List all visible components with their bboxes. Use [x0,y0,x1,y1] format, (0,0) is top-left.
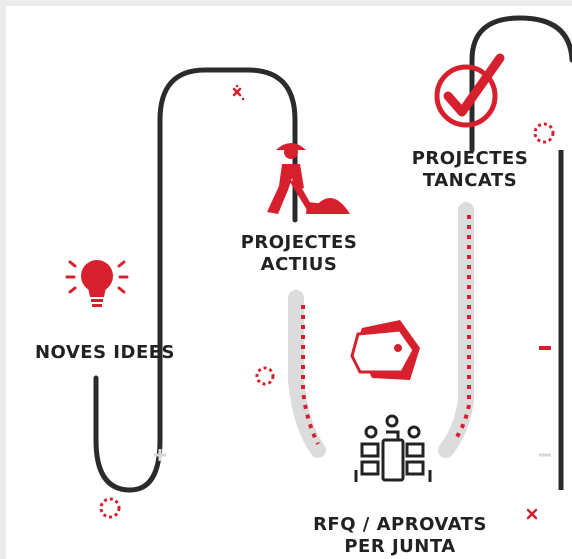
stage-label-noves-idees: NOVES IDEES [30,342,180,364]
cross-marker-bottom [526,508,538,520]
stage-label-actius-line1: PROJECTES [240,232,358,253]
stage-label-rfq-line2: PER JUNTA [344,536,456,557]
stage-label-noves-line1: NOVES IDEES [34,342,176,363]
progress-dots-left [301,305,320,445]
track-shadow-right [438,202,474,458]
cross-marker-top [232,84,245,101]
stage-label-rfq-line1: RFQ / APROVATS [313,514,487,535]
dotted-ring-top-right [533,122,555,144]
dotted-ring-bottom-left [99,497,121,519]
progress-dots-right [453,215,471,442]
checkmark-circle-icon [434,53,505,128]
worker-digging-icon [267,143,350,214]
track-shadow-left [288,290,326,458]
stage-label-actius-line2: ACTIUS [260,254,338,275]
plus-marker [154,449,166,461]
stage-label-tancats-line1: PROJECTES [411,148,529,169]
dotted-ring-mid [255,366,275,386]
stage-label-projectes-tancats: PROJECTES TANCATS [395,148,545,192]
stage-label-projectes-actius: PROJECTES ACTIUS [224,232,374,276]
lightbulb-icon [65,260,129,307]
roadmap-track-right [469,15,572,153]
meeting-table-icon [354,414,432,482]
roadmap-track [93,67,298,493]
stage-label-tancats-line2: TANCATS [422,170,518,191]
stage-label-rfq-aprovats: RFQ / APROVATS PER JUNTA [285,514,515,558]
tag-icon [350,320,420,380]
